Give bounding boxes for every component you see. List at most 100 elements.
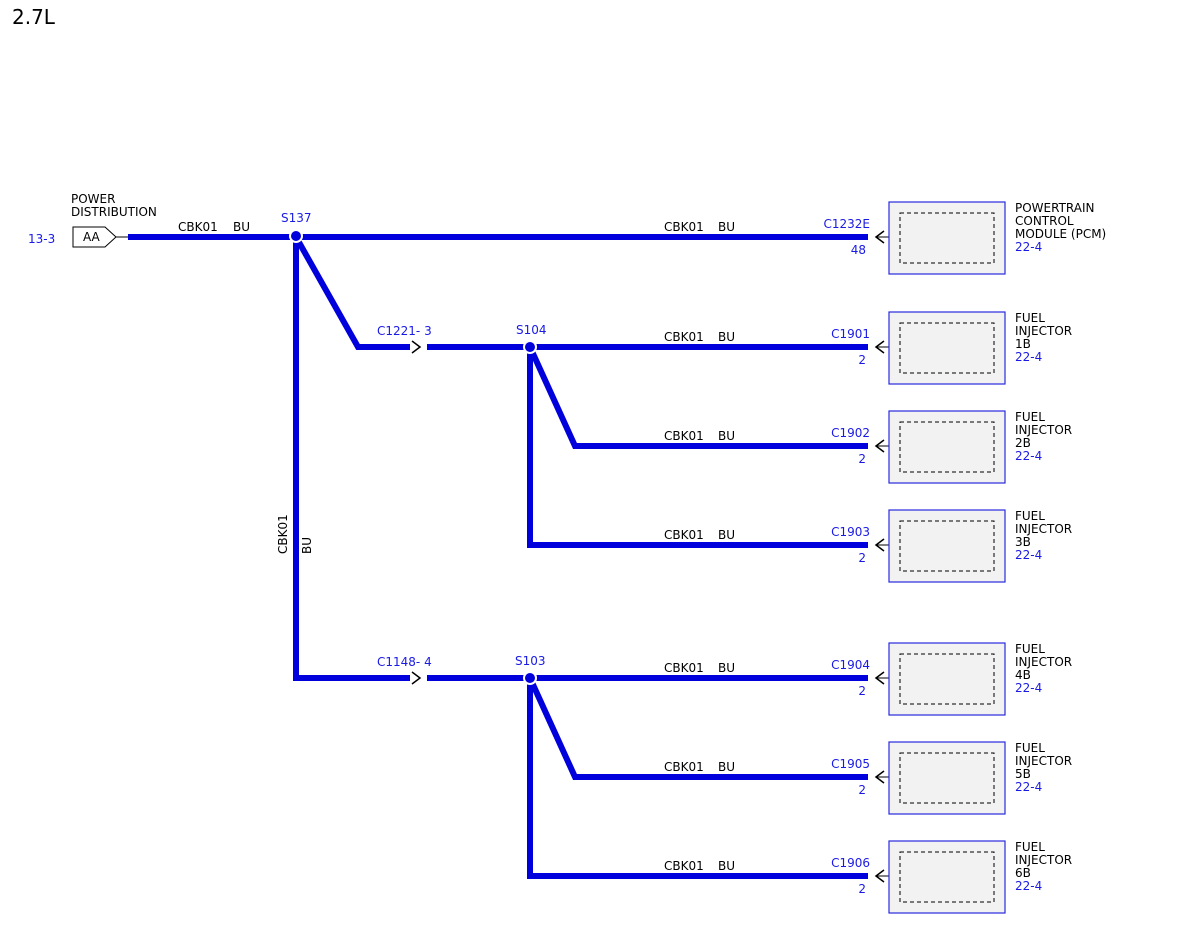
- load-wire-code: CBK01: [664, 528, 704, 542]
- load-connector-pin: 2: [858, 551, 866, 565]
- load-wire-color: BU: [718, 330, 735, 344]
- load-component-inner: [899, 851, 995, 903]
- load-wire-color: BU: [718, 528, 735, 542]
- load-name-line: FUEL: [1015, 840, 1045, 854]
- load-component-inner: [899, 421, 995, 473]
- load-name-line: INJECTOR: [1015, 423, 1072, 437]
- load-connector-pin: 48: [851, 243, 866, 257]
- load-name-line: 3B: [1015, 535, 1031, 549]
- wire-s104-to-c1902: [527, 345, 868, 449]
- load-wire-color: BU: [718, 661, 735, 675]
- load-page-ref: 22-4: [1015, 350, 1042, 364]
- load-name-line: INJECTOR: [1015, 522, 1072, 536]
- source-wire-color: BU: [233, 220, 250, 234]
- source-page-ref: 13-3: [28, 232, 55, 246]
- load-name-line: FUEL: [1015, 509, 1045, 523]
- load-connector-pin: 2: [858, 684, 866, 698]
- wire-s137-to-c1221: [293, 235, 410, 350]
- load-page-ref: 22-4: [1015, 681, 1042, 695]
- load-connector-id: C1905: [831, 757, 870, 771]
- vertical-wire-color: BU: [300, 537, 314, 554]
- load-name-line: FUEL: [1015, 741, 1045, 755]
- splice-s104: S104: [516, 323, 547, 354]
- load-name-line: POWERTRAIN: [1015, 201, 1095, 215]
- load-name-line: 4B: [1015, 668, 1031, 682]
- load-name-line: FUEL: [1015, 642, 1045, 656]
- load-wire-code: CBK01: [664, 760, 704, 774]
- wire-s104-to-c1903: [527, 347, 868, 548]
- load-connector-pin: 2: [858, 882, 866, 896]
- load-component-box: [888, 509, 1006, 583]
- load-wire-code: CBK01: [664, 661, 704, 675]
- load-page-ref: 22-4: [1015, 879, 1042, 893]
- load-component-box: [888, 642, 1006, 716]
- load-component-box: [888, 741, 1006, 815]
- load-wire-code: CBK01: [664, 330, 704, 344]
- load-name-line: 1B: [1015, 337, 1031, 351]
- load-connector-pin: 2: [858, 452, 866, 466]
- load-page-ref: 22-4: [1015, 780, 1042, 794]
- load-name-line: 6B: [1015, 866, 1031, 880]
- source-wire-code: CBK01: [178, 220, 218, 234]
- load-wire-color: BU: [718, 220, 735, 234]
- load-name-line: INJECTOR: [1015, 754, 1072, 768]
- source-name-line2: DISTRIBUTION: [71, 205, 157, 219]
- load-wire-code: CBK01: [664, 429, 704, 443]
- load-name-line: INJECTOR: [1015, 655, 1072, 669]
- load-component-box: [888, 410, 1006, 484]
- wires: [128, 234, 868, 879]
- load-name-line: FUEL: [1015, 311, 1045, 325]
- load-connector-id: C1906: [831, 856, 870, 870]
- load-connector-id: C1903: [831, 525, 870, 539]
- splice-s103-label: S103: [515, 654, 546, 668]
- wire-s103-to-c1905: [527, 676, 868, 780]
- load-connector-id: C1904: [831, 658, 870, 672]
- load-component-inner: [899, 322, 995, 374]
- load-component-box: [888, 201, 1006, 275]
- wire-s103-to-c1906: [527, 678, 868, 879]
- power-distribution-source: 13-3 AA POWER DISTRIBUTION CBK01 BU: [28, 192, 250, 248]
- source-connector-shape: [72, 226, 117, 248]
- load-wire-color: BU: [718, 429, 735, 443]
- inline-connector-c1148-label: C1148- 4: [377, 655, 432, 669]
- load-component-box: [888, 840, 1006, 914]
- load-component-inner: [899, 653, 995, 705]
- load-name-line: 2B: [1015, 436, 1031, 450]
- load-name-line: FUEL: [1015, 410, 1045, 424]
- load-name-line: INJECTOR: [1015, 324, 1072, 338]
- load-component-box: [888, 311, 1006, 385]
- load-connector-pin: 2: [858, 783, 866, 797]
- vertical-wire-code: CBK01: [276, 514, 290, 554]
- inline-connector-c1221-label: C1221- 3: [377, 324, 432, 338]
- load-connector-pin: 2: [858, 353, 866, 367]
- load-name-line: INJECTOR: [1015, 853, 1072, 867]
- wire-vertical-s137-to-c1148: [293, 237, 410, 681]
- inline-connector-c1148-symbol: [411, 671, 422, 685]
- load-page-ref: 22-4: [1015, 548, 1042, 562]
- splice-s137: S137: [281, 211, 312, 243]
- splice-s104-label: S104: [516, 323, 547, 337]
- load-wire-code: CBK01: [664, 220, 704, 234]
- load-connector-id: C1902: [831, 426, 870, 440]
- load-wire-code: CBK01: [664, 859, 704, 873]
- source-name-line1: POWER: [71, 192, 115, 206]
- source-connector-label: AA: [83, 230, 101, 244]
- load-wire-color: BU: [718, 760, 735, 774]
- load-page-ref: 22-4: [1015, 240, 1042, 254]
- load-component-inner: [899, 212, 995, 264]
- inline-connector-c1221-symbol: [411, 340, 422, 354]
- load-name-line: CONTROL: [1015, 214, 1074, 228]
- load-connector-id: C1232E: [824, 217, 871, 231]
- load-connector-id: C1901: [831, 327, 870, 341]
- load-name-line: 5B: [1015, 767, 1031, 781]
- diagram-title: 2.7L: [12, 5, 56, 29]
